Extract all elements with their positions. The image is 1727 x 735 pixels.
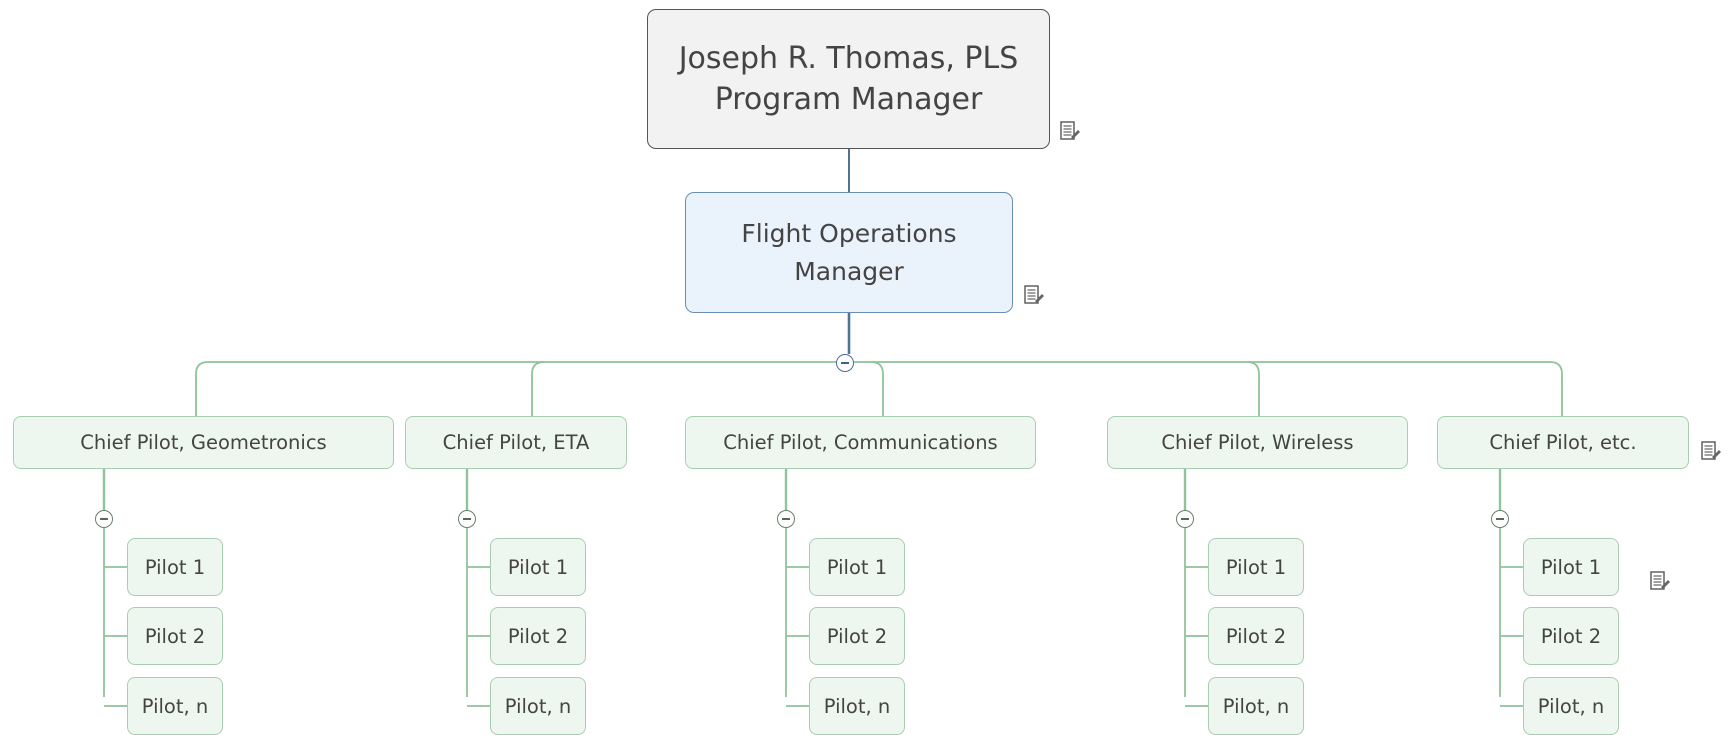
branch-collapse-icon[interactable] — [1491, 510, 1509, 528]
pilot-node[interactable]: Pilot 2 — [490, 607, 586, 665]
chief-pilot-node[interactable]: Chief Pilot, Geometronics — [13, 416, 394, 469]
pilot-node[interactable]: Pilot, n — [127, 677, 223, 735]
chief-pilot-node[interactable]: Chief Pilot, ETA — [405, 416, 627, 469]
pilot-node[interactable]: Pilot 1 — [1523, 538, 1619, 596]
note-icon[interactable] — [1023, 284, 1045, 306]
chief-pilot-node[interactable]: Chief Pilot, Communications — [685, 416, 1036, 469]
pilot-node[interactable]: Pilot, n — [1523, 677, 1619, 735]
branch-collapse-icon[interactable] — [458, 510, 476, 528]
pilot-node[interactable]: Pilot, n — [1208, 677, 1304, 735]
pilot-node[interactable]: Pilot 1 — [127, 538, 223, 596]
branch-collapse-icon[interactable] — [1176, 510, 1194, 528]
pilot-node[interactable]: Pilot, n — [809, 677, 905, 735]
pilot-node[interactable]: Pilot 1 — [1208, 538, 1304, 596]
pilot-node[interactable]: Pilot 1 — [490, 538, 586, 596]
program-manager-node[interactable]: Joseph R. Thomas, PLS Program Manager — [647, 9, 1050, 149]
flight-operations-manager-node[interactable]: Flight Operations Manager — [685, 192, 1013, 313]
main-title-line2: Manager — [794, 256, 904, 286]
connector-line — [531, 361, 545, 416]
pilot-node[interactable]: Pilot, n — [490, 677, 586, 735]
pilot-node[interactable]: Pilot 2 — [809, 607, 905, 665]
connector-line — [195, 361, 209, 416]
chief-pilot-node[interactable]: Chief Pilot, Wireless — [1107, 416, 1408, 469]
chief-pilot-node[interactable]: Chief Pilot, etc. — [1437, 416, 1689, 469]
connector-line — [1549, 361, 1563, 416]
note-icon[interactable] — [1059, 120, 1081, 142]
branch-collapse-icon[interactable] — [95, 510, 113, 528]
main-title-line1: Flight Operations — [741, 218, 957, 248]
pilot-node[interactable]: Pilot 1 — [809, 538, 905, 596]
connector-line — [870, 361, 884, 416]
pilot-node[interactable]: Pilot 2 — [1523, 607, 1619, 665]
pilot-node[interactable]: Pilot 2 — [127, 607, 223, 665]
note-icon[interactable] — [1649, 570, 1671, 592]
pilot-node[interactable]: Pilot 2 — [1208, 607, 1304, 665]
note-icon[interactable] — [1700, 440, 1722, 462]
main-collapse-icon[interactable] — [836, 354, 854, 372]
branch-collapse-icon[interactable] — [777, 510, 795, 528]
connector-line — [1246, 361, 1260, 416]
root-name-text: Joseph R. Thomas, PLS — [678, 41, 1019, 76]
root-title-text: Program Manager — [714, 82, 983, 117]
